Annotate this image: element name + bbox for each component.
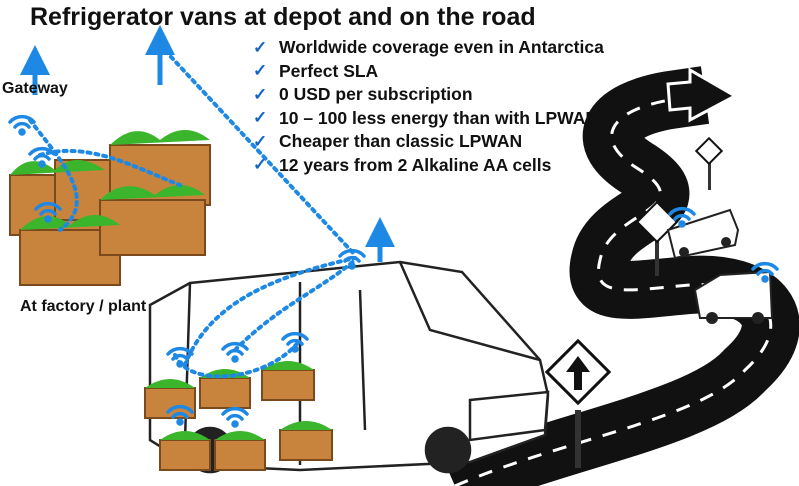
wifi-icon	[338, 248, 366, 270]
checkmark-icon: ✓	[253, 108, 268, 128]
wifi-icon	[28, 146, 56, 168]
feature-item: ✓Cheaper than classic LPWAN	[253, 131, 523, 152]
wifi-icon	[281, 331, 309, 353]
refrigerator-van	[148, 260, 550, 474]
checkmark-icon: ✓	[253, 37, 268, 57]
checkmark-icon: ✓	[253, 84, 268, 104]
wifi-icon	[751, 261, 779, 283]
wifi-icon	[166, 346, 194, 368]
wifi-icon	[8, 114, 36, 136]
feature-item: ✓0 USD per subscription	[253, 84, 473, 105]
wifi-icons	[8, 114, 779, 428]
wifi-icon	[221, 341, 249, 363]
checkmark-icon: ✓	[253, 61, 268, 81]
feature-list: ✓Worldwide coverage even in Antarctica ✓…	[253, 36, 604, 177]
checkmark-icon: ✓	[253, 131, 268, 151]
feature-item: ✓Worldwide coverage even in Antarctica	[253, 37, 604, 58]
road-sign-curve-icon	[635, 200, 679, 276]
feature-item: ✓12 years from 2 Alkaline AA cells	[253, 154, 552, 175]
feature-item: ✓10 – 100 less energy than with LPWAN	[253, 107, 598, 128]
factory-label: At factory / plant	[20, 298, 147, 315]
road-arrow-icon	[666, 67, 739, 123]
wifi-icon	[166, 404, 194, 426]
wifi-icon	[668, 206, 696, 228]
wifi-icon	[221, 406, 249, 428]
road-sign-turn-icon	[694, 136, 724, 190]
factory-crates	[9, 130, 211, 286]
wifi-icon	[34, 201, 62, 223]
feature-item: ✓Perfect SLA	[253, 60, 379, 81]
uplink-arrows	[20, 25, 395, 262]
road-van-1	[666, 208, 740, 260]
winding-road	[443, 66, 799, 486]
radio-links	[28, 43, 357, 379]
road-sign-straight-icon	[544, 338, 612, 468]
van-crates	[144, 361, 333, 471]
page-title: Refrigerator vans at depot and on the ro…	[30, 3, 536, 31]
checkmark-icon: ✓	[253, 155, 268, 175]
road-van-2	[693, 270, 774, 324]
gateway-label: Gateway	[2, 80, 68, 97]
